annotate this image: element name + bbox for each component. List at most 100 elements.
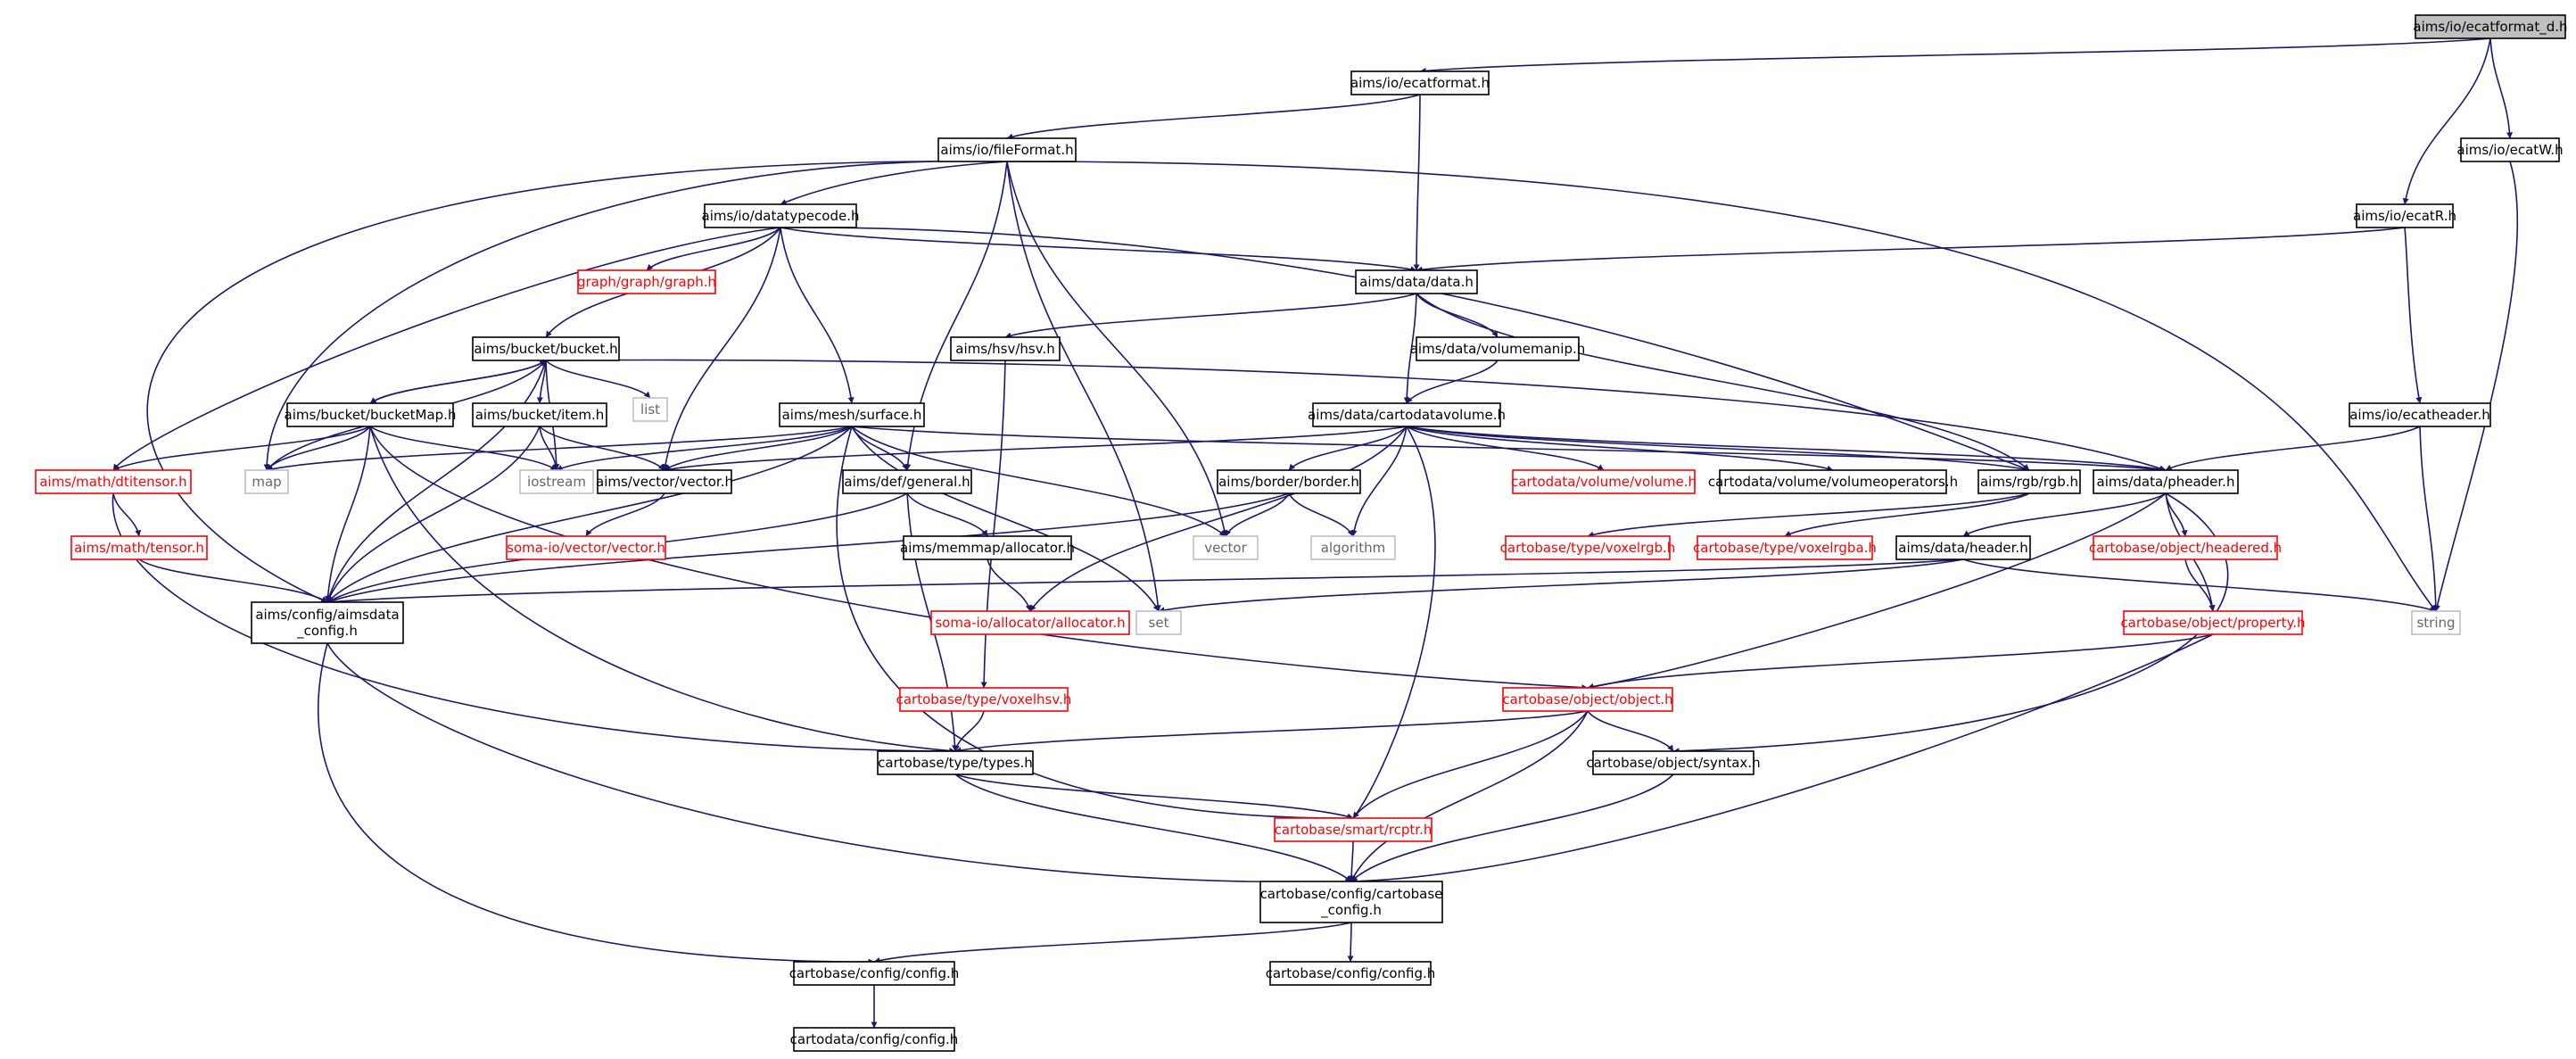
edge-cartodatavolume-to-rcptr [1352,426,1436,819]
node-label: soma-io/allocator/allocator.h [935,615,1125,631]
node-voxelrgb[interactable]: cartobase/type/voxelrgb.h [1500,535,1676,560]
node-data[interactable]: aims/data/data.h [1355,269,1478,294]
edge-bucketMap-to-object [369,426,1589,691]
node-label: cartobase/object/headered.h [2089,540,2282,556]
node-label: graph/graph/graph.h [577,274,716,290]
node-label: aims/bucket/item.h [475,407,605,423]
node-label: vector [1204,540,1247,556]
node-label: cartobase/object/syntax.h [1586,755,1760,771]
node-box [2460,137,2560,162]
node-tensor[interactable]: aims/math/tensor.h [70,535,208,560]
node-label: aims/mesh/surface.h [782,407,922,423]
node-syntax[interactable]: cartobase/object/syntax.h [1586,750,1761,775]
node-hsv[interactable]: aims/hsv/hsv.h [950,336,1061,361]
node-rcptr[interactable]: cartobase/smart/rcptr.h [1274,817,1432,842]
edge-cartodatavolume-to-border [1288,426,1408,471]
edge-ecatheader-to-pheader [2165,426,2421,471]
node-somaallocator[interactable]: soma-io/allocator/allocator.h [930,610,1130,635]
node-label: aims/bucket/bucket.h [474,341,617,357]
node-voxelrgba[interactable]: cartobase/type/voxelrgba.h [1693,535,1877,560]
node-label: aims/io/fileFormat.h [940,142,1073,158]
node-label: cartobase/type/voxelrgb.h [1500,540,1676,556]
node-root[interactable]: aims/io/ecatformat_d.h [2413,14,2568,39]
node-object[interactable]: cartobase/object/object.h [1502,687,1673,712]
node-box [577,269,716,294]
node-ecatW[interactable]: aims/io/ecatW.h [2456,137,2564,162]
node-property[interactable]: cartobase/object/property.h [2120,610,2306,635]
node-headered[interactable]: cartobase/object/headered.h [2089,535,2282,560]
node-volumemanip[interactable]: aims/data/volumemanip.h [1410,336,1586,361]
node-box [842,469,972,494]
node-label: cartobase/type/voxelhsv.h [896,691,1072,707]
node-box [506,535,666,560]
edge-general-to-memmap [906,492,988,537]
edge-ecatW-to-string [2434,161,2519,612]
node-ecatheader[interactable]: aims/io/ecatheader.h [2349,402,2491,427]
edge-bucket-to-pheader [545,359,2167,472]
node-memmap[interactable]: aims/memmap/allocator.h [900,535,1075,560]
edge-bucketMap-to-map [266,426,371,471]
edge-property-to-cartobaseconfig [1350,633,2214,885]
node-item[interactable]: aims/bucket/item.h [472,402,607,427]
node-box [899,687,1069,712]
edge-surface-to-iostream [556,426,853,471]
node-box [793,961,955,986]
node-ecatformat[interactable]: aims/io/ecatformat.h [1350,70,1490,95]
node-rgb[interactable]: aims/rgb/rgb.h [1977,469,2081,494]
node-fileFormat[interactable]: aims/io/fileFormat.h [937,137,1077,162]
node-label: cartobase/config/cartobase [1260,886,1443,902]
node-label: cartobase/object/property.h [2120,615,2305,631]
node-box [632,397,668,422]
node-configR[interactable]: cartobase/config/config.h [1266,961,1436,986]
node-cartodataconfig[interactable]: cartodata/config/config.h [790,1027,959,1052]
node-surface[interactable]: aims/mesh/surface.h [779,402,925,427]
edge-cartodatavolume-to-volumeops [1406,426,1834,472]
edge-volumemanip-to-cartodatavolume [1406,360,1499,404]
node-label: aims/data/data.h [1359,274,1474,290]
edges [111,37,2519,1029]
edge-data-to-rgb [1416,293,2030,471]
node-label: aims/math/tensor.h [74,540,204,556]
node-label: aims/io/ecatW.h [2456,142,2563,158]
node-bucket[interactable]: aims/bucket/bucket.h [472,336,620,361]
edge-hsv-to-voxelhsv [980,360,1006,689]
node-volumeh[interactable]: cartodata/volume/volume.h [1511,469,1697,494]
node-label: _config.h [296,623,358,640]
node-box [1274,817,1432,842]
node-vectorh[interactable]: aims/vector/vector.h [596,469,733,494]
node-box [2415,14,2566,39]
node-label: map [252,474,281,490]
node-header[interactable]: aims/data/header.h [1895,535,2031,560]
node-aimsdataconfig[interactable]: aims/config/aimsdata_config.h [251,601,404,644]
node-label: aims/data/cartodatavolume.h [1308,407,1506,423]
node-box [704,203,857,228]
edge-bucketMap-to-bucket [369,360,547,404]
node-somavector[interactable]: soma-io/vector/vector.h [506,535,666,560]
node-ecatR[interactable]: aims/io/ecatR.h [2353,203,2456,228]
node-vector: vector [1193,535,1259,560]
node-cartobaseconfig[interactable]: cartobase/config/cartobase_config.h [1259,881,1443,923]
edge-dtitensor-to-tensor [112,492,142,537]
edge-datatypecode-to-dtitensor [112,227,781,471]
node-box [2123,610,2303,635]
node-graph[interactable]: graph/graph/graph.h [577,269,716,294]
edge-pheader-to-header [1962,492,2167,537]
node-border[interactable]: aims/border/border.h [1217,469,1361,494]
node-label: cartobase/type/voxelrgba.h [1693,540,1877,556]
edge-ecatheader-to-string [2419,426,2440,612]
edge-cartobaseconfig-to-configR [1347,922,1354,963]
node-configL[interactable]: cartobase/config/config.h [789,961,960,986]
edge-datatypecode-to-vectorh [662,227,781,471]
node-volumeops[interactable]: cartodata/volume/volumeoperators.h [1708,469,1958,494]
node-cartodatavolume[interactable]: aims/data/cartodatavolume.h [1308,402,1506,427]
node-pheader[interactable]: aims/data/pheader.h [2093,469,2239,494]
node-datatypecode[interactable]: aims/io/datatypecode.h [702,203,860,228]
edge-object-to-rcptr [1352,710,1589,819]
node-types[interactable]: cartobase/type/types.h [877,750,1034,775]
node-bucketMap[interactable]: aims/bucket/bucketMap.h [285,402,457,427]
edge-tensor-to-aimsdataconfig [138,558,328,603]
node-general[interactable]: aims/def/general.h [842,469,972,494]
node-dtitensor[interactable]: aims/math/dtitensor.h [35,469,192,494]
node-voxelhsv[interactable]: cartobase/type/voxelhsv.h [896,687,1072,712]
